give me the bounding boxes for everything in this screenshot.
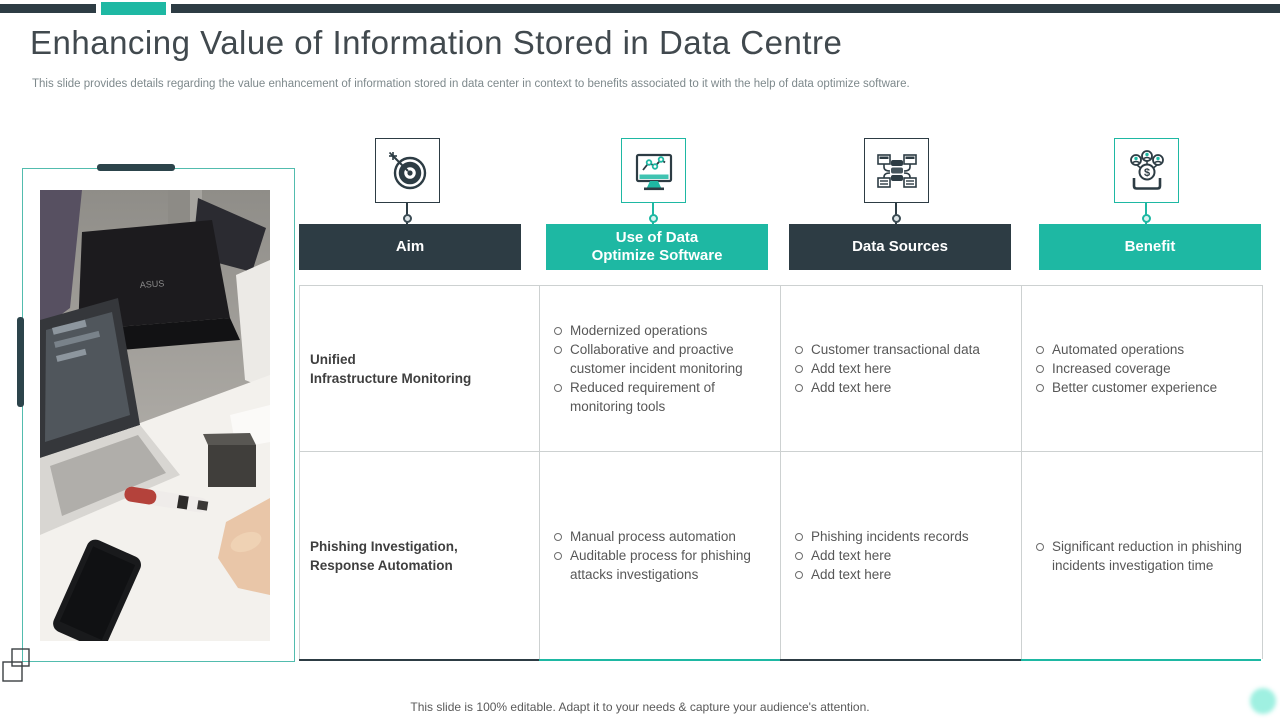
list-item-text: Add text here (811, 567, 892, 582)
list-item-text: Phishing incidents records (811, 529, 969, 544)
column-header-benefit: Benefit (1039, 224, 1261, 270)
topbar-segment-dark-left (0, 4, 96, 13)
aim-title-line2: Response Automation (310, 557, 453, 573)
list-item: Modernized operations (552, 321, 774, 340)
bullet-marker-icon (1036, 365, 1044, 373)
data-network-icon (876, 153, 917, 188)
topbar-segment-teal (101, 2, 166, 15)
desk-laptop-photo: ASUS (40, 190, 270, 641)
connector-dot-benefit (1142, 214, 1151, 223)
table-bottom-accent-teal-1 (539, 659, 780, 661)
bullet-marker-icon (795, 533, 803, 541)
list-item: Manual process automation (552, 527, 774, 546)
table-row-1-software: Modernized operations Collaborative and … (539, 286, 780, 452)
table-row-1-sources: Customer transactional data Add text her… (780, 286, 1021, 452)
list-item-text: Increased coverage (1052, 361, 1171, 376)
list-item: Add text here (793, 546, 1015, 565)
topbar-segment-dark-right (171, 4, 1280, 13)
connector-dot-aim (403, 214, 412, 223)
list-item: Phishing incidents records (793, 527, 1015, 546)
list-item-text: Better customer experience (1052, 380, 1218, 395)
bullet-marker-icon (795, 552, 803, 560)
list-item: Customer transactional data (793, 340, 1015, 359)
bullet-marker-icon (1036, 346, 1044, 354)
list-item: Auditable process for phishing attacks i… (552, 546, 774, 584)
content-table: Unified Infrastructure Monitoring Modern… (299, 285, 1263, 659)
target-dart-icon (388, 151, 426, 189)
column-header-label: Benefit (1124, 238, 1176, 255)
list-item: Automated operations (1034, 340, 1256, 359)
list-item-text: Auditable process for phishing attacks i… (570, 548, 751, 582)
money-users-icon: $ (1129, 149, 1164, 190)
desk-laptop-illustration: ASUS (40, 190, 270, 641)
table-row-2-sources: Phishing incidents records Add text here… (780, 452, 1021, 659)
bullet-marker-icon (554, 327, 562, 335)
list-item: Better customer experience (1034, 378, 1256, 397)
bullet-marker-icon (795, 571, 803, 579)
bullet-marker-icon (1036, 542, 1044, 551)
aim-title-line1: Unified (310, 351, 356, 367)
list-item-text: Add text here (811, 548, 892, 563)
table-row-2-software: Manual process automation Auditable proc… (539, 452, 780, 659)
aim-title-line1: Phishing Investigation, (310, 538, 458, 554)
bullet-marker-icon (554, 533, 562, 541)
table-row-2-aim: Phishing Investigation, Response Automat… (300, 452, 539, 659)
list-item-text: Modernized operations (570, 323, 708, 338)
table-row-1-benefits: Automated operations Increased coverage … (1021, 286, 1262, 452)
column-header-data-sources: Data Sources (789, 224, 1011, 270)
list-item: Add text here (793, 565, 1015, 584)
footer-note: This slide is 100% editable. Adapt it to… (410, 700, 870, 714)
column-header-label: Aim (395, 238, 425, 255)
frame-side-bar (17, 317, 24, 407)
column-header-label: Data Sources (852, 238, 948, 255)
aim-title-line2: Infrastructure Monitoring (310, 370, 472, 386)
connector-dot-sources (892, 214, 901, 223)
table-row-2-benefits: Significant reduction in phishing incide… (1021, 452, 1262, 659)
bullet-marker-icon (795, 384, 803, 392)
connector-dot-software (649, 214, 658, 223)
list-item-text: Significant reduction in phishing incide… (1052, 538, 1242, 573)
list-item-text: Manual process automation (570, 529, 736, 544)
table-bottom-accent-dark-1 (299, 659, 539, 661)
list-item-text: Customer transactional data (811, 342, 980, 357)
software-icon-box (621, 138, 686, 203)
column-header-software: Use of Data Optimize Software (546, 224, 768, 270)
list-item: Add text here (793, 359, 1015, 378)
list-item-text: Automated operations (1052, 342, 1185, 357)
bullet-marker-icon (554, 552, 562, 560)
aim-icon-box (375, 138, 440, 203)
list-item-text: Collaborative and proactive customer inc… (570, 342, 743, 376)
list-item: Collaborative and proactive customer inc… (552, 340, 774, 378)
list-item: Reduced requirement of monitoring tools (552, 378, 774, 416)
list-item-text: Reduced requirement of monitoring tools (570, 380, 715, 414)
list-item: Increased coverage (1034, 359, 1256, 378)
bullet-marker-icon (795, 346, 803, 354)
list-item: Significant reduction in phishing incide… (1034, 537, 1256, 575)
list-item: Add text here (793, 378, 1015, 397)
overlapping-squares-icon (2, 648, 30, 682)
frame-top-dash (97, 164, 175, 171)
bullet-marker-icon (1036, 384, 1044, 392)
decorative-teal-dot (1250, 688, 1276, 714)
bullet-marker-icon (554, 384, 562, 392)
column-header-label-line2: Optimize Software (591, 247, 723, 264)
data-sources-icon-box (864, 138, 929, 203)
table-row-1-aim: Unified Infrastructure Monitoring (300, 286, 539, 452)
table-bottom-accent-teal-2 (1021, 659, 1261, 661)
page-subtitle: This slide provides details regarding th… (32, 78, 910, 90)
column-header-label: Use of Data (615, 229, 699, 246)
svg-text:ASUS: ASUS (139, 278, 164, 290)
benefit-icon-box: $ (1114, 138, 1179, 203)
svg-text:$: $ (1143, 167, 1149, 179)
monitor-chart-icon (635, 153, 672, 190)
bullet-marker-icon (554, 346, 562, 354)
page-title: Enhancing Value of Information Stored in… (30, 24, 843, 61)
column-header-aim: Aim (299, 224, 521, 270)
table-bottom-accent-dark-2 (780, 659, 1021, 661)
list-item-text: Add text here (811, 380, 892, 395)
bullet-marker-icon (795, 365, 803, 373)
list-item-text: Add text here (811, 361, 892, 376)
